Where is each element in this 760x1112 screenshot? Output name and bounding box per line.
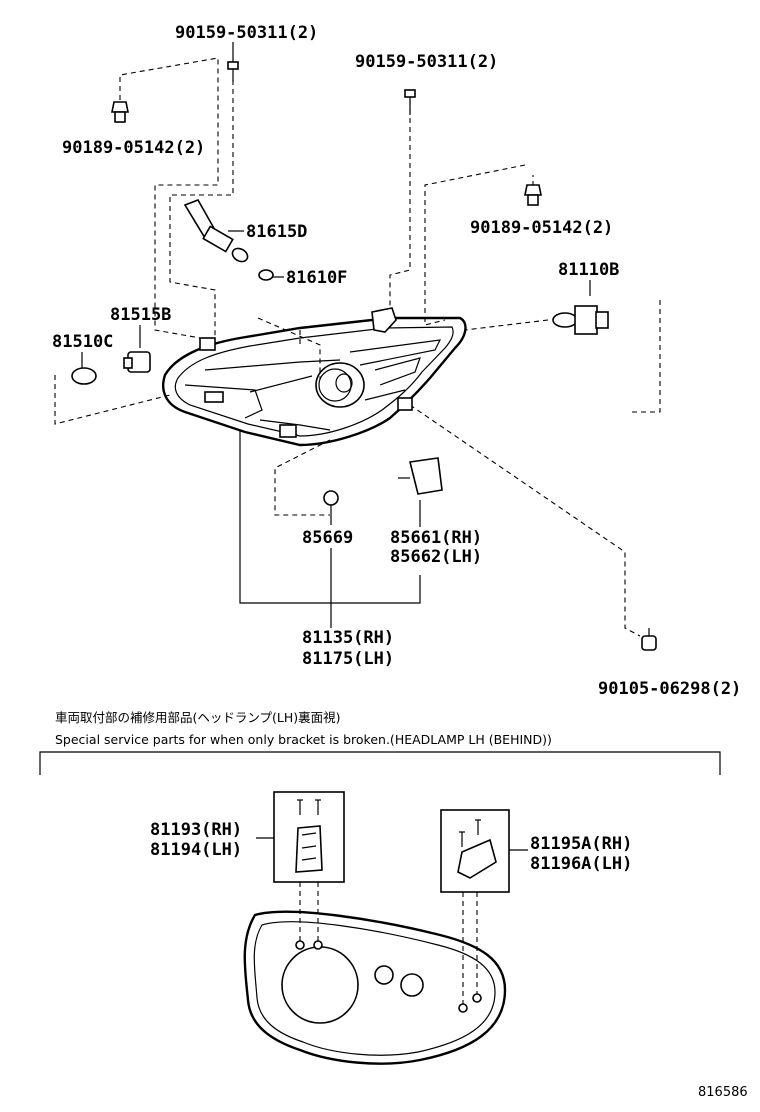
bolt-icon (641, 628, 657, 651)
part-number-90105: 90105-06298(2) (598, 679, 741, 699)
screw-icon (459, 819, 481, 847)
part-number-81610f: 81610F (286, 268, 347, 288)
part-number-85661: 85661(RH) (390, 528, 482, 548)
part-number-81510c: 81510C (52, 332, 113, 352)
bracket-detail (243, 791, 528, 1065)
socket-icon (123, 351, 151, 373)
bulb-icon (71, 367, 97, 385)
part-number-90189-b: 90189-05142(2) (470, 218, 613, 238)
small-parts (71, 61, 657, 651)
bolt-icon (227, 61, 239, 82)
part-number-81135: 81135(RH) (302, 628, 394, 648)
part-number-81196a: 81196A(LH) (530, 854, 632, 874)
leader-lines (54, 42, 661, 637)
part-number-90159-a: 90159-50311(2) (175, 23, 318, 43)
part-number-81110b: 81110B (558, 260, 619, 280)
note-english: Special service parts for when only brac… (55, 732, 552, 747)
part-number-90189-a: 90189-05142(2) (62, 138, 205, 158)
section-bracket (39, 751, 721, 775)
part-number-81615d: 81615D (246, 222, 307, 242)
note-japanese: 車両取付部の補修用部品(ヘッドランプ(LH)裏面視) (55, 710, 341, 725)
clip-nut-icon (111, 101, 129, 123)
socket-icon (398, 457, 443, 495)
part-labels: 90159-50311(2) 90159-50311(2) 90189-0514… (52, 23, 741, 699)
part-number-85669: 85669 (302, 528, 353, 548)
part-number-90159-b: 90159-50311(2) (355, 52, 498, 72)
o-ring-icon (323, 490, 339, 506)
clip-nut-icon (524, 184, 542, 206)
part-number-81194: 81194(LH) (150, 840, 242, 860)
screw-icon (297, 799, 321, 815)
bulb-icon (258, 269, 274, 281)
headlamp-assembly (162, 307, 467, 447)
part-number-81195a: 81195A(RH) (530, 834, 632, 854)
bulb-socket-icon (183, 199, 249, 263)
part-number-85662: 85662(LH) (390, 547, 482, 567)
headlight-bulb-icon (552, 305, 609, 335)
part-number-81515b: 81515B (110, 305, 171, 325)
bolt-icon (404, 89, 416, 115)
part-number-81193: 81193(RH) (150, 820, 242, 840)
figure-reference: 816586 (698, 1085, 748, 1100)
bracket-labels: 81193(RH) 81194(LH) 81195A(RH) 81196A(LH… (150, 820, 632, 874)
part-number-81175: 81175(LH) (302, 649, 394, 669)
